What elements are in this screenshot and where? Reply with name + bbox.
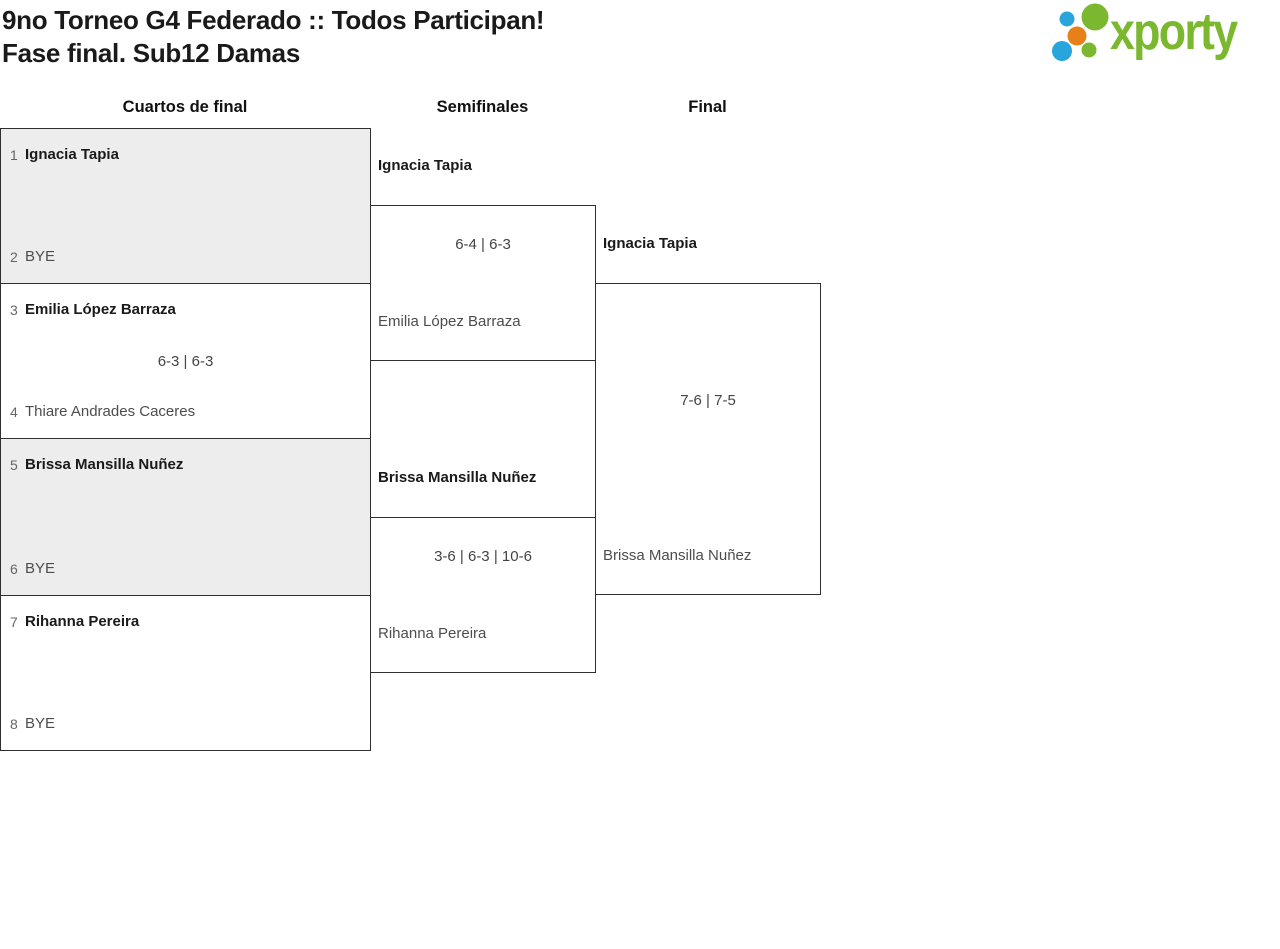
- seed-number: 1: [10, 147, 18, 163]
- match-box-quarterfinal-2: 3 Emilia López Barraza 6-3 | 6-3 4 Thiar…: [0, 283, 371, 439]
- player-name: Rihanna Pereira: [25, 613, 140, 630]
- logo-wordmark: xporty: [1110, 3, 1238, 61]
- advancing-player-semifinal-1: Ignacia Tapia: [378, 157, 472, 174]
- round-header-final: Final: [688, 98, 727, 116]
- seed-number: 4: [10, 404, 18, 420]
- match-box-quarterfinal-3: 5 Brissa Mansilla Nuñez 6 BYE: [0, 438, 371, 596]
- advancing-player-semifinal-2: Brissa Mansilla Nuñez: [378, 469, 537, 486]
- seed-number: 2: [10, 249, 18, 265]
- seed-number: 7: [10, 614, 18, 630]
- round-header-semifinals: Semifinales: [436, 98, 529, 116]
- advancing-player-final: Ignacia Tapia: [603, 235, 697, 252]
- player-name: Brissa Mansilla Nuñez: [25, 456, 184, 473]
- match-score: 7-6 | 7-5: [680, 392, 736, 409]
- seed-number: 5: [10, 457, 18, 473]
- player-name: Rihanna Pereira: [378, 625, 487, 642]
- match-box-quarterfinal-4: 7 Rihanna Pereira 8 BYE: [0, 595, 371, 751]
- logo-dots-icon: [1052, 3, 1109, 61]
- player-name: Emilia López Barraza: [25, 301, 176, 318]
- tournament-subtitle: Fase final. Sub12 Damas: [2, 38, 301, 68]
- player-name: BYE: [25, 715, 56, 732]
- player-name: Ignacia Tapia: [25, 146, 119, 163]
- match-box-semifinal-1: 6-4 | 6-3 Emilia López Barraza: [370, 205, 596, 361]
- match-score: 6-4 | 6-3: [455, 236, 511, 253]
- player-name: Emilia López Barraza: [378, 313, 521, 330]
- match-score: 3-6 | 6-3 | 10-6: [434, 548, 532, 565]
- seed-number: 6: [10, 561, 18, 577]
- xporty-logo[interactable]: xporty: [1046, 2, 1274, 72]
- match-box-semifinal-2: 3-6 | 6-3 | 10-6 Rihanna Pereira: [370, 517, 596, 673]
- player-name: Thiare Andrades Caceres: [25, 403, 196, 420]
- seed-number: 8: [10, 716, 18, 732]
- seed-number: 3: [10, 302, 18, 318]
- tournament-title: 9no Torneo G4 Federado :: Todos Particip…: [2, 5, 545, 35]
- player-name: BYE: [25, 248, 56, 265]
- match-score: 6-3 | 6-3: [157, 353, 214, 370]
- match-box-final: 7-6 | 7-5 Brissa Mansilla Nuñez: [595, 283, 821, 595]
- player-name: Brissa Mansilla Nuñez: [603, 547, 752, 564]
- player-name: BYE: [25, 560, 56, 577]
- round-header-quarterfinals: Cuartos de final: [122, 98, 248, 116]
- match-box-quarterfinal-1: 1 Ignacia Tapia 2 BYE: [0, 128, 371, 284]
